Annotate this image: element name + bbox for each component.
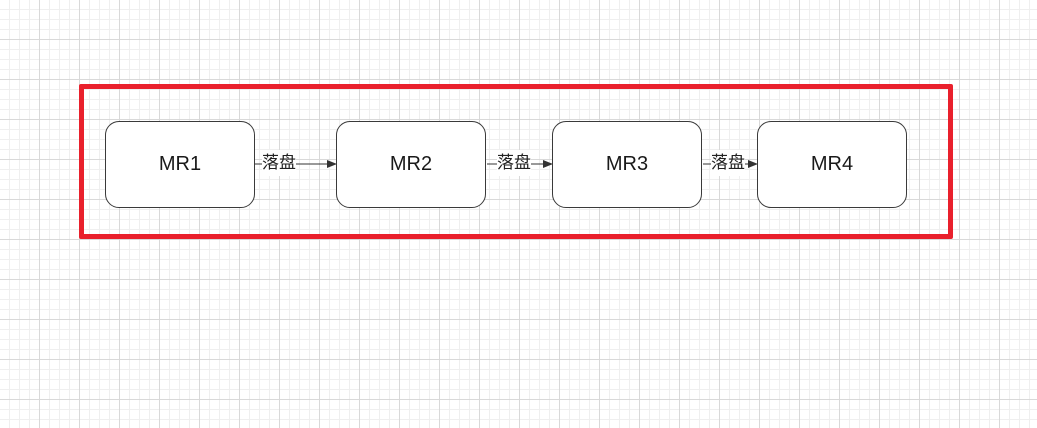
edge-label-1: 落盘 [262, 150, 296, 176]
node-mr4[interactable]: MR4 [757, 121, 907, 208]
highlight-frame [79, 84, 953, 239]
node-mr3[interactable]: MR3 [552, 121, 702, 208]
node-label: MR3 [605, 153, 649, 175]
node-label: MR1 [158, 153, 202, 175]
node-mr2[interactable]: MR2 [336, 121, 486, 208]
node-label: MR4 [810, 153, 854, 175]
edge-label-3: 落盘 [711, 150, 745, 176]
node-label: MR2 [389, 153, 433, 175]
node-mr1[interactable]: MR1 [105, 121, 255, 208]
edge-label-2: 落盘 [497, 150, 531, 176]
